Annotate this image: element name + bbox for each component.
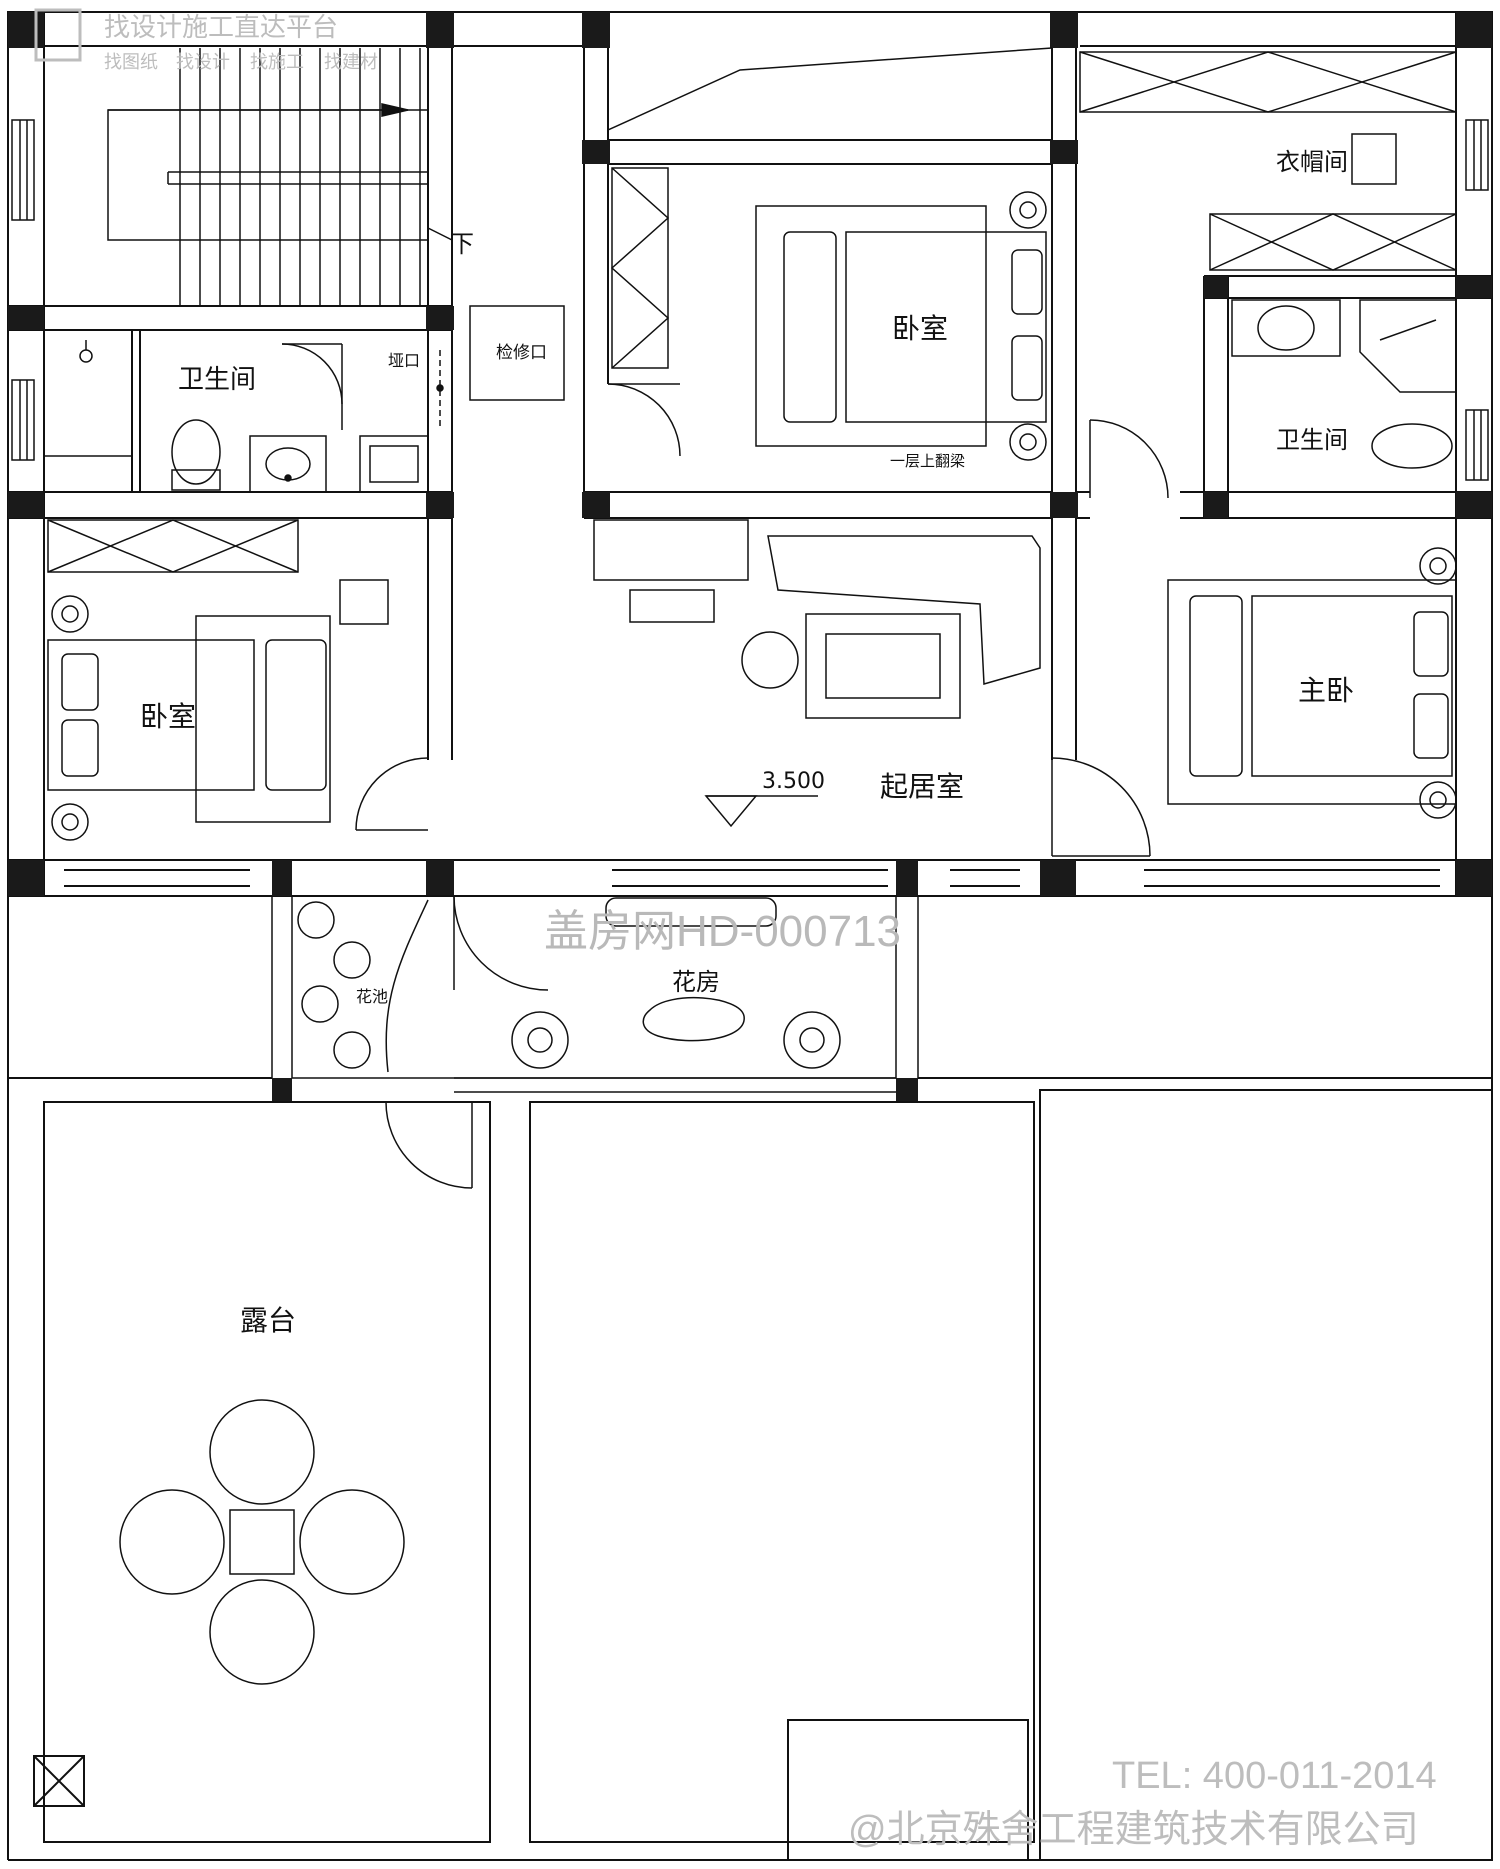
stairs-down-label: 下 [450, 230, 474, 258]
side-windows [11, 119, 1489, 481]
terrace [7, 896, 1493, 1861]
top-bedroom [607, 47, 1053, 461]
shaft-label: 垭口 [388, 351, 420, 370]
header-link-construction: 找施工 [250, 52, 304, 72]
pillars [8, 12, 1492, 1102]
watermark-company: @北京殊舍工程建筑技术有限公司 [848, 1809, 1419, 1851]
terrace-table-set [119, 1399, 405, 1685]
beam-note: 一层上翻梁 [890, 452, 965, 470]
terrace-label: 露台 [240, 1304, 296, 1337]
elevation-mark: 3.500 [762, 769, 825, 794]
header-watermark: 找设计施工直达平台 找图纸 找设计 找施工 找建材 [34, 8, 378, 72]
left-bathroom-fixtures [43, 329, 444, 493]
planter-label: 花池 [356, 987, 388, 1006]
left-bedroom-label: 卧室 [140, 700, 196, 733]
inspection-label: 检修口 [496, 343, 547, 363]
inspection-hatch [469, 305, 565, 401]
cloakroom [1079, 51, 1457, 271]
header-link-design: 找设计 [176, 52, 230, 72]
master-bedroom-label: 主卧 [1298, 674, 1354, 707]
right-bathroom-label: 卫生间 [1276, 426, 1348, 454]
cloakroom-label: 衣帽间 [1276, 148, 1348, 176]
staircase [107, 48, 453, 306]
left-bathroom-label: 卫生间 [178, 365, 256, 395]
flower-room [271, 895, 919, 1189]
flower-room-label: 花房 [672, 968, 720, 996]
left-bedroom [47, 519, 429, 841]
watermark-tel: TEL: 400-011-2014 [1112, 1755, 1437, 1797]
living-room [593, 519, 1151, 857]
platform-title: 找设计施工直达平台 [104, 12, 338, 42]
logo-icon [34, 8, 82, 62]
header-link-drawings: 找图纸 [104, 52, 158, 72]
top-bedroom-label: 卧室 [892, 312, 948, 345]
right-bathroom [1089, 299, 1457, 499]
watermark-code: 盖房网HD-000713 [544, 907, 901, 956]
header-link-materials: 找建材 [324, 52, 378, 72]
master-bedroom [1167, 547, 1457, 819]
living-room-label: 起居室 [880, 770, 964, 803]
